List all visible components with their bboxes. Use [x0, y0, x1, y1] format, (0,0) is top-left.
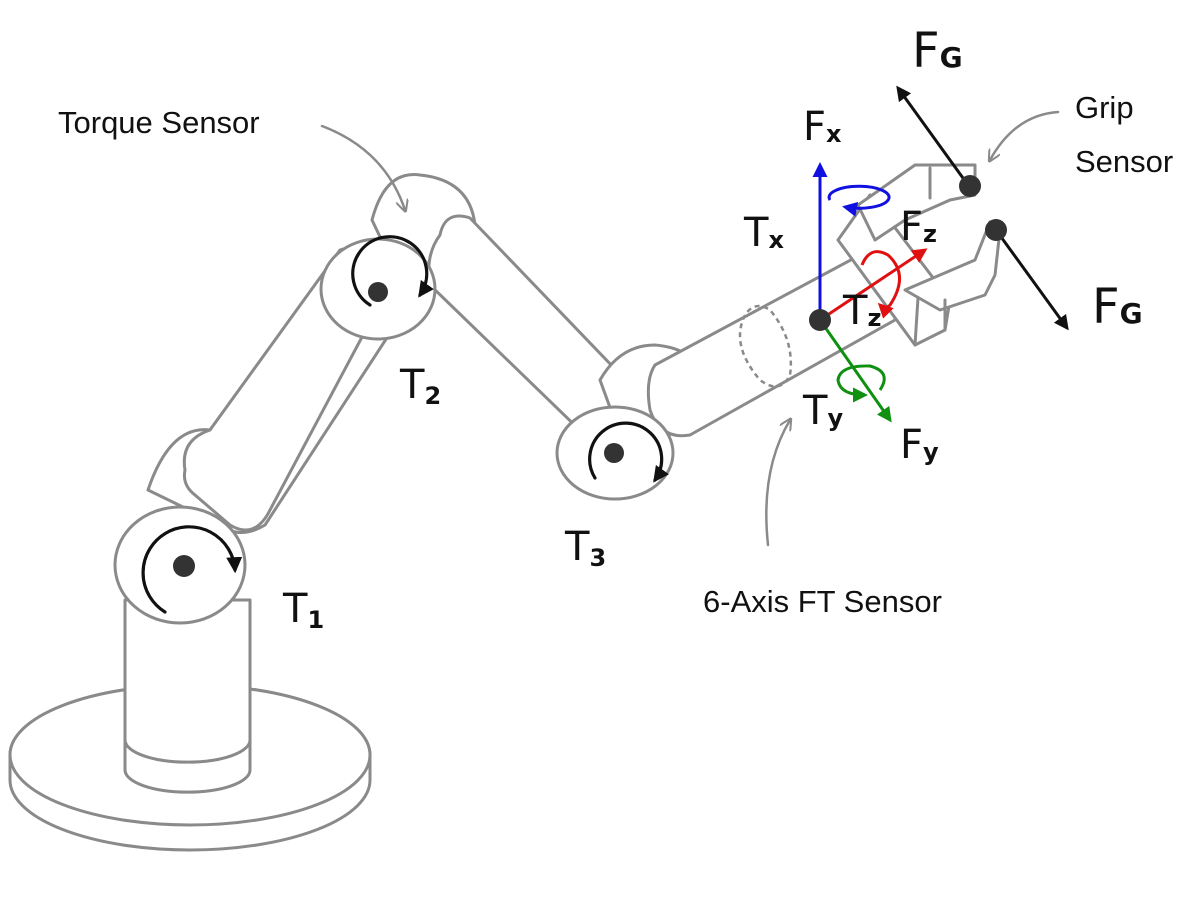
- joint-t3: [555, 405, 675, 501]
- t2-label: T2: [399, 362, 441, 410]
- robot-base: [8, 598, 372, 852]
- joint-t3-axis-dot: [604, 443, 624, 463]
- ft-sensor-label: 6-Axis FT Sensor: [703, 584, 942, 619]
- grip-sensor-dot-lower: [985, 219, 1007, 241]
- tz-rotation-icon: [860, 250, 901, 319]
- joint-t1: [113, 505, 247, 625]
- fg-label-upper: FG: [912, 23, 963, 79]
- rotation-arrow-icon: [351, 235, 434, 307]
- gripper-finger-lower: [903, 220, 1002, 312]
- joint-t2: [319, 235, 437, 341]
- grip-force-upper: [896, 85, 981, 197]
- grip-sensor-leader-line: [990, 110, 1060, 160]
- arm-forearm: [646, 252, 897, 438]
- grip-force-arrow-icon: [994, 229, 1069, 331]
- rotation-arrow-icon: [141, 525, 243, 614]
- grip-sensor-dot-upper: [959, 175, 981, 197]
- t1-label: T1: [282, 586, 324, 634]
- base-column-ring: [123, 738, 252, 764]
- t3-label: T3: [564, 524, 606, 572]
- ft-sensor-origin-dot: [809, 309, 831, 331]
- ft-axis-z: [819, 248, 928, 322]
- ty-label: Ty: [802, 388, 843, 434]
- torque-sensor-label: Torque Sensor: [58, 105, 260, 140]
- fz-arrow-icon: [819, 248, 928, 322]
- rotation-arrow-icon: [588, 421, 669, 483]
- grip-force-lower: [985, 219, 1069, 331]
- base-column: [123, 598, 252, 794]
- ft-axis-y: [818, 319, 892, 423]
- gripper-finger-upper: [856, 163, 977, 242]
- ty-rotation-icon: [836, 364, 886, 403]
- fy-label: Fy: [900, 422, 939, 468]
- grip-sensor-label-line2: Sensor: [1075, 144, 1173, 179]
- fg-label-lower: FG: [1092, 279, 1143, 335]
- torque-sensor-leader-line: [320, 124, 405, 210]
- tz-label: Tz: [842, 288, 881, 334]
- fx-label: Fx: [803, 104, 842, 150]
- grip-sensor-label-line1: Grip: [1075, 90, 1134, 125]
- grip-force-arrow-icon: [896, 85, 970, 186]
- fz-label: Fz: [900, 204, 937, 250]
- ft-sensor-leader-line: [765, 420, 790, 547]
- tx-label: Tx: [743, 210, 784, 256]
- ft-axis-x: [812, 162, 891, 320]
- joint-t2-axis-dot: [368, 282, 388, 302]
- tx-rotation-icon: [827, 184, 891, 217]
- fy-arrow-icon: [818, 319, 892, 423]
- joint-t1-axis-dot: [173, 555, 195, 577]
